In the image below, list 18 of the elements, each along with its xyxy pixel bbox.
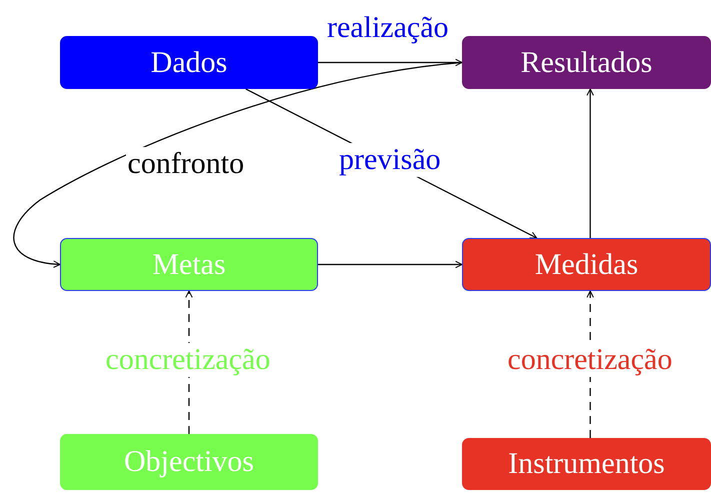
process-box — [60, 36, 318, 89]
box-label: Medidas — [534, 248, 638, 282]
process-box — [462, 438, 711, 490]
box-label: Resultados — [520, 46, 652, 80]
edge-label: concretização — [104, 343, 272, 377]
arrow — [586, 88, 594, 238]
arrow — [13, 62, 462, 268]
process-box — [60, 434, 318, 490]
process-box — [462, 238, 711, 291]
arrow — [318, 58, 462, 66]
box-label: Dados — [150, 46, 228, 80]
box-label: Objectivos — [124, 445, 254, 479]
edge-label: concretização — [506, 343, 674, 377]
arrow — [318, 260, 462, 268]
box-label: Metas — [152, 248, 226, 282]
process-box — [462, 36, 711, 89]
box-label: Instrumentos — [508, 447, 665, 481]
process-box — [60, 238, 318, 291]
